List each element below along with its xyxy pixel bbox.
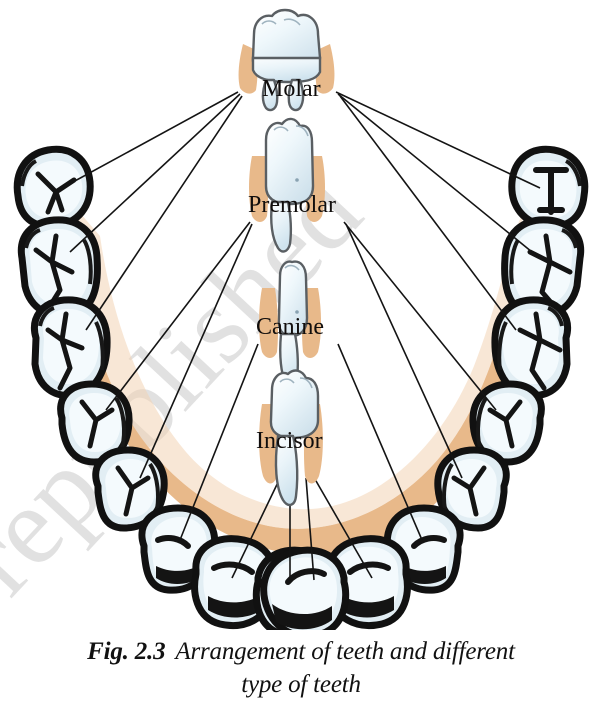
arch-tooth-molar-right-3 [491, 296, 571, 399]
label-premolar: Premolar [248, 192, 336, 218]
leader-incisor-right-1 [305, 477, 315, 581]
tooth-diagram-molar: Molar [238, 8, 335, 112]
leader-canine-left [179, 343, 259, 541]
arch-tooth-premolar-right-5 [434, 446, 510, 532]
arch-tooth-molar-left-3 [31, 296, 111, 399]
leader-molar-right-2 [337, 93, 533, 253]
arch-teeth-left [13, 145, 342, 630]
leader-molar-left-3 [85, 95, 243, 331]
arch-tooth-incisor-right-8 [260, 546, 350, 630]
arch-tooth-molar-right-1 [508, 145, 589, 230]
figure-number: Fig. 2.3 [87, 638, 166, 665]
leader-canine-right [337, 343, 423, 541]
arch-teeth-right [260, 145, 589, 630]
figure-caption-line2: type of teeth [241, 670, 361, 698]
leader-premolar-left-2 [139, 223, 253, 479]
figure-caption: Fig. 2.3 Arrangement of teeth and differe… [0, 636, 602, 701]
leader-molar-left-2 [69, 93, 241, 253]
label-canine: Canine [256, 314, 324, 340]
leader-molar-right-1 [335, 91, 541, 189]
arch-tooth-molar-left-1 [13, 145, 94, 230]
tooth-diagram-incisor: Incisor [256, 369, 323, 507]
leader-incisor-right-2 [311, 473, 373, 579]
label-molar: Molar [262, 76, 321, 102]
figure-caption-line1: Arrangement of teeth and different [175, 638, 515, 665]
teeth-arrangement-diagram: republished [0, 8, 589, 630]
leader-incisor-left-1 [231, 473, 283, 579]
label-incisor: Incisor [256, 428, 323, 454]
leader-premolar-right-2 [345, 223, 463, 479]
leader-lines [61, 91, 541, 581]
leader-molar-left-1 [61, 91, 239, 189]
leader-molar-right-3 [339, 95, 517, 331]
tooth-diagram-premolar: Premolar [248, 117, 336, 253]
leader-premolar-right-1 [343, 221, 497, 411]
arch-tooth-premolar-left-5 [92, 446, 168, 532]
tooth-diagram-canine: Canine [256, 260, 324, 389]
leader-premolar-left-1 [105, 221, 251, 411]
